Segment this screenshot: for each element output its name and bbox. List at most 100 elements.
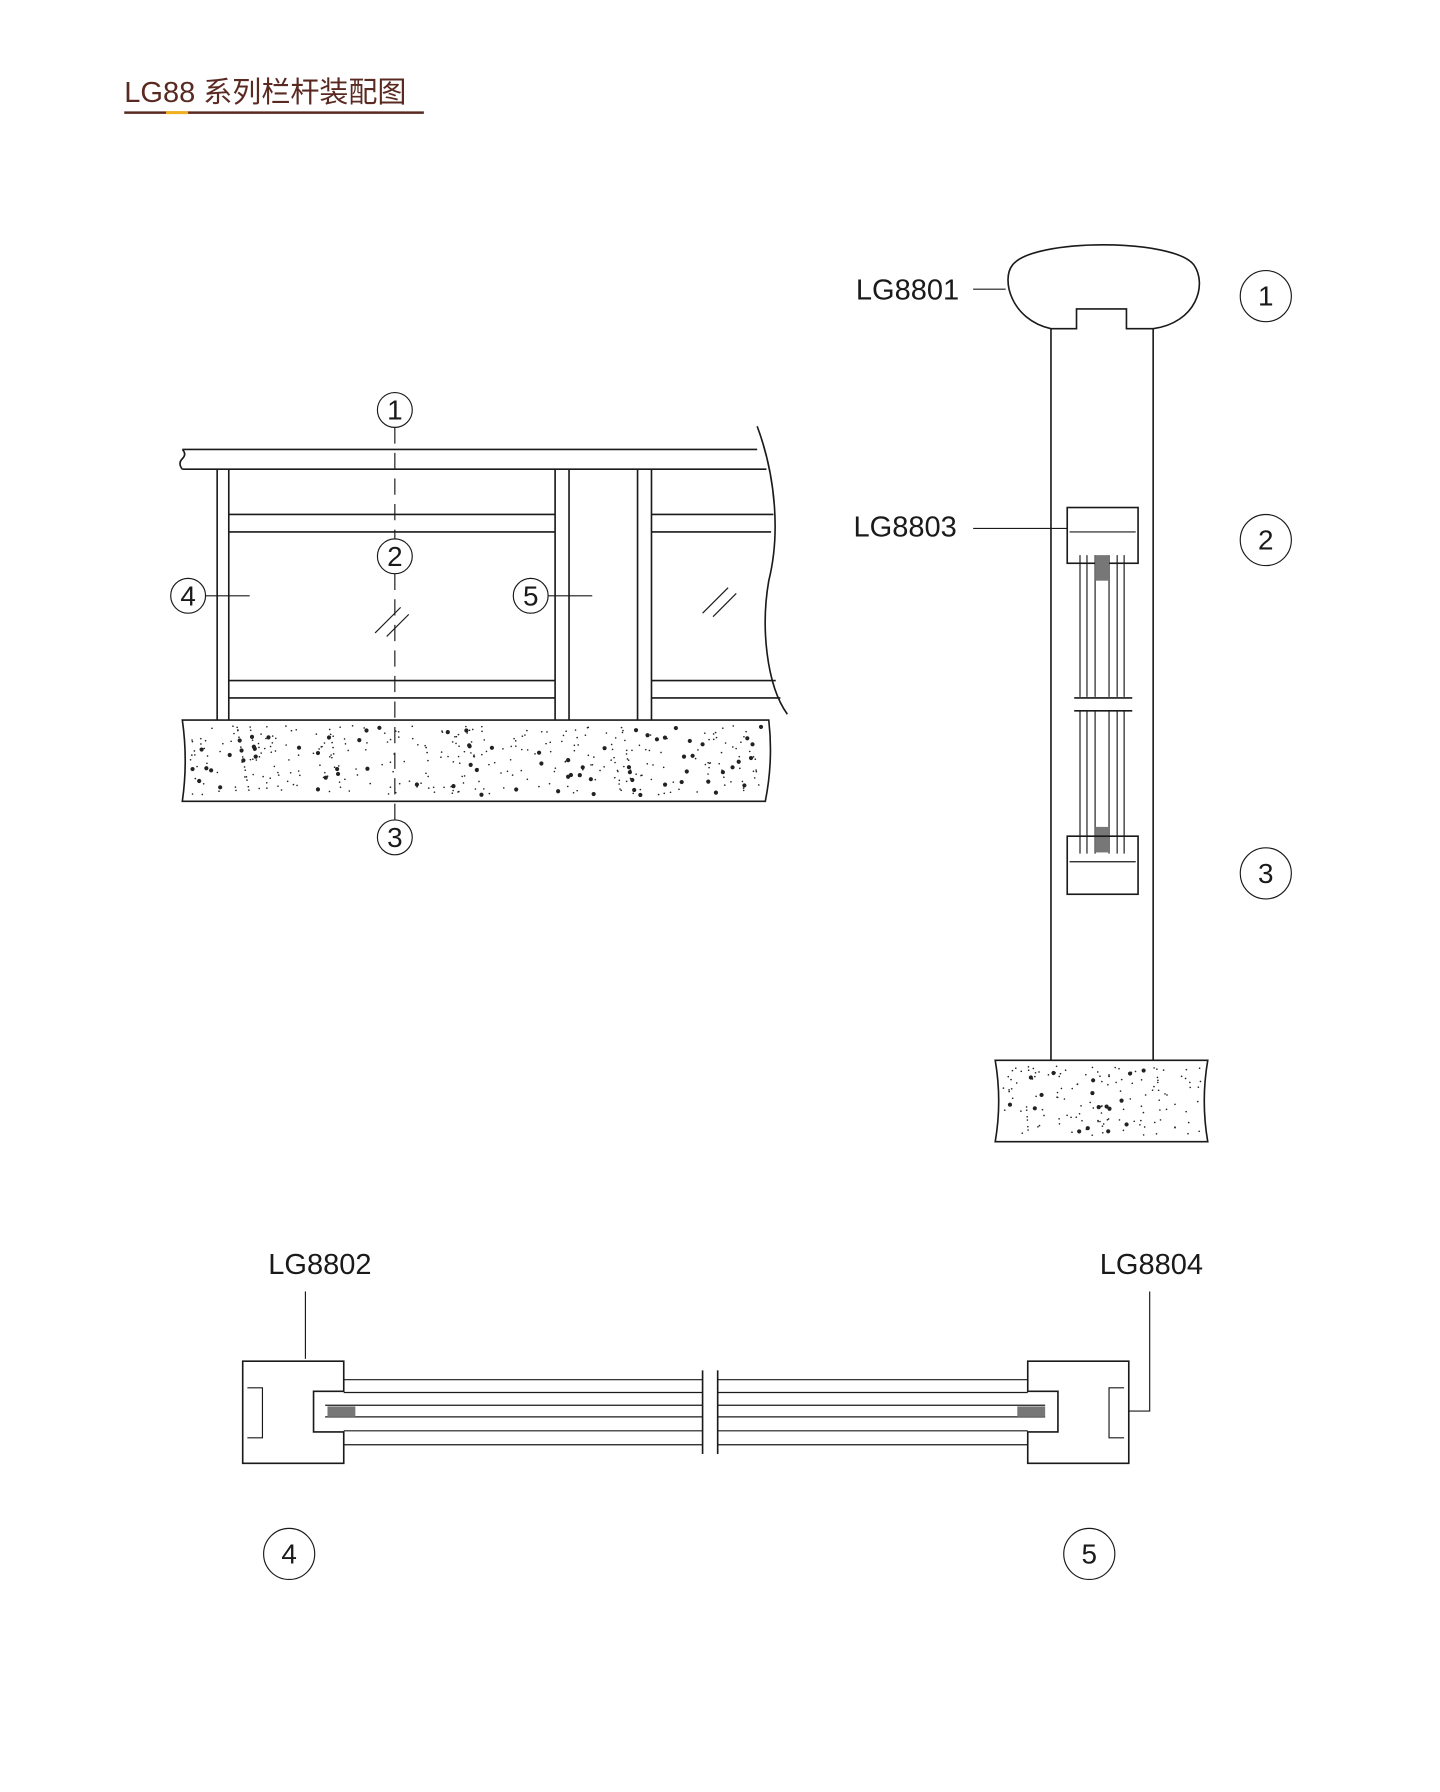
texture-dot	[322, 776, 325, 779]
texture-dot	[355, 768, 357, 770]
texture-dot	[1120, 1078, 1123, 1081]
texture-dot	[620, 726, 623, 729]
texture-dot	[1108, 1075, 1110, 1078]
texture-dot	[262, 775, 264, 778]
texture-dot	[1101, 1125, 1104, 1127]
texture-dot	[1122, 1129, 1125, 1132]
profile-lg8804	[1026, 1360, 1130, 1465]
texture-dot	[1099, 1075, 1101, 1078]
texture-dot	[1027, 1066, 1030, 1068]
texture-dot	[387, 793, 390, 795]
texture-dot	[244, 776, 246, 778]
texture-dot	[1066, 1114, 1068, 1117]
texture-dot	[1189, 1086, 1192, 1089]
texture-dot	[740, 741, 742, 744]
texture-dot	[645, 733, 650, 738]
callout-4: 4	[263, 1527, 316, 1581]
texture-dot	[545, 742, 547, 745]
texture-dot	[328, 755, 331, 758]
texture-dot	[1076, 1083, 1079, 1086]
texture-dot	[566, 774, 571, 779]
texture-dot	[243, 766, 246, 768]
texture-dot	[1153, 1067, 1155, 1069]
texture-dot	[468, 729, 471, 732]
gasket-left	[327, 1406, 356, 1417]
texture-dot	[1107, 1083, 1109, 1086]
texture-dot	[191, 754, 193, 756]
texture-dot	[445, 730, 450, 735]
texture-dot	[457, 791, 459, 793]
texture-dot	[652, 764, 654, 766]
callout-2: 2	[376, 538, 413, 575]
texture-dot	[260, 752, 262, 754]
texture-dot	[265, 737, 267, 740]
texture-dot	[1003, 1109, 1006, 1111]
texture-dot	[332, 746, 334, 749]
texture-dot	[288, 759, 290, 761]
texture-dot	[1174, 1126, 1176, 1129]
texture-dot	[638, 792, 643, 798]
texture-dot	[562, 734, 565, 737]
texture-dot	[464, 728, 469, 733]
texture-dot	[255, 759, 258, 761]
texture-dot	[363, 727, 365, 729]
texture-dot	[286, 780, 289, 783]
texture-dot	[721, 727, 724, 729]
texture-dot	[470, 741, 473, 743]
texture-dot	[199, 737, 202, 740]
texture-dot	[715, 736, 718, 739]
texture-dot	[614, 737, 617, 739]
texture-dot	[1187, 1132, 1189, 1135]
texture-dot	[1025, 1106, 1028, 1108]
texture-dot	[330, 754, 332, 756]
texture-dot	[204, 739, 207, 742]
texture-dot	[514, 787, 519, 792]
texture-dot	[1119, 1090, 1122, 1092]
texture-dot	[625, 780, 628, 783]
callout-1: 1	[376, 391, 413, 428]
texture-dot	[1158, 1099, 1161, 1101]
texture-dot	[216, 771, 219, 774]
texture-dot	[467, 744, 472, 749]
texture-dot	[1021, 1132, 1024, 1134]
texture-dot	[1139, 1123, 1141, 1126]
texture-dot	[481, 730, 483, 733]
texture-dot	[1102, 1123, 1105, 1125]
texture-dot	[273, 765, 276, 768]
texture-dot	[1114, 1066, 1116, 1069]
texture-dot	[742, 789, 745, 792]
texture-dot	[650, 778, 653, 781]
top-glass-rail	[228, 513, 774, 533]
texture-dot	[644, 748, 647, 751]
texture-dot	[731, 746, 734, 748]
texture-dot	[618, 783, 620, 785]
texture-dot	[199, 780, 201, 783]
texture-dot	[638, 744, 641, 747]
texture-dot	[704, 763, 707, 766]
texture-dot	[333, 766, 336, 769]
texture-dot	[315, 787, 321, 792]
texture-dot	[694, 757, 697, 760]
texture-dot	[481, 725, 483, 728]
texture-dot	[672, 781, 675, 783]
texture-dot	[703, 732, 706, 734]
texture-dot	[723, 776, 725, 779]
texture-dot	[292, 783, 295, 786]
texture-dot	[1174, 1103, 1176, 1106]
texture-dot	[548, 782, 551, 785]
texture-dot	[640, 774, 642, 777]
texture-dot	[470, 752, 472, 754]
texture-dot	[591, 763, 594, 766]
texture-dot	[632, 787, 637, 793]
texture-dot	[1164, 1093, 1166, 1095]
texture-dot	[493, 761, 496, 764]
texture-dot	[252, 773, 254, 776]
texture-dot	[1038, 1124, 1041, 1127]
texture-dot	[260, 733, 262, 735]
texture-dot	[1078, 1112, 1081, 1115]
texture-dot	[573, 744, 576, 747]
texture-dot	[297, 770, 300, 772]
texture-dot	[536, 750, 542, 755]
label-lg8801: LG8801	[856, 275, 959, 307]
